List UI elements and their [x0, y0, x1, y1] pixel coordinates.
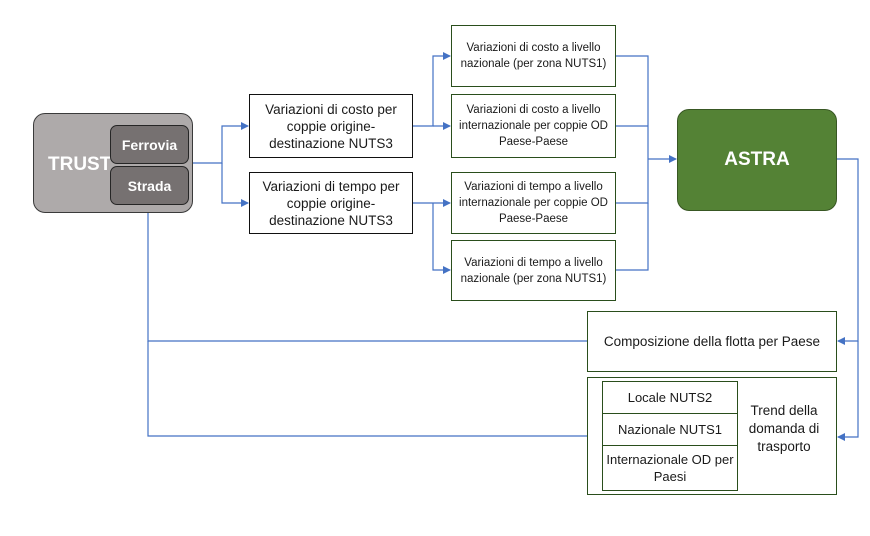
time-international-box: Variazioni di tempo a livello internazio… — [451, 172, 616, 234]
connector-trust-cost — [193, 122, 249, 164]
connector-time-national — [432, 203, 451, 274]
connector-r4-astra — [616, 203, 649, 271]
connector-astra-trend — [837, 341, 859, 441]
connector-r3-astra — [616, 159, 649, 204]
connector-astra-fleet — [837, 158, 859, 345]
cost-variation-label: Variazioni di costo per coppie origine-d… — [265, 101, 397, 151]
time-national-label: Variazioni di tempo a livello nazionale … — [460, 256, 607, 285]
trend-item-local: Locale NUTS2 — [602, 381, 738, 414]
fleet-composition-box: Composizione della flotta per Paese — [587, 311, 837, 372]
cost-variation-box: Variazioni di costo per coppie origine-d… — [249, 94, 413, 158]
cost-national-box: Variazioni di costo a livello nazionale … — [451, 25, 616, 87]
time-international-label: Variazioni di tempo a livello internazio… — [459, 181, 608, 225]
fleet-composition-label: Composizione della flotta per Paese — [603, 334, 821, 349]
strada-box: Strada — [110, 166, 189, 205]
connector-trust-time — [221, 163, 249, 207]
time-variation-label: Variazioni di tempo per coppie origine-d… — [262, 178, 400, 228]
time-national-box: Variazioni di tempo a livello nazionale … — [451, 240, 616, 301]
connector-trend-trust — [147, 341, 587, 437]
trend-label: Trend della domanda di trasporto — [748, 403, 820, 454]
cost-international-label: Variazioni di costo a livello internazio… — [459, 104, 608, 148]
trend-item-international: Internazionale OD per Paesi — [602, 445, 738, 491]
connector-r1-astra — [616, 55, 649, 159]
cost-national-label: Variazioni di costo a livello nazionale … — [460, 42, 607, 70]
astra-model-box: ASTRA — [677, 109, 837, 211]
trend-item-national: Nazionale NUTS1 — [602, 413, 738, 446]
time-variation-box: Variazioni di tempo per coppie origine-d… — [249, 172, 413, 234]
connector-cost-national — [413, 52, 451, 127]
transport-demand-trend-box: Locale NUTS2 Nazionale NUTS1 Internazion… — [587, 377, 837, 495]
ferrovia-box: Ferrovia — [110, 125, 189, 164]
astra-title: ASTRA — [724, 149, 790, 170]
trust-title: TRUST — [48, 154, 112, 175]
cost-international-box: Variazioni di costo a livello internazio… — [451, 94, 616, 158]
trust-model-box: TRUST Ferrovia Strada — [33, 113, 193, 213]
